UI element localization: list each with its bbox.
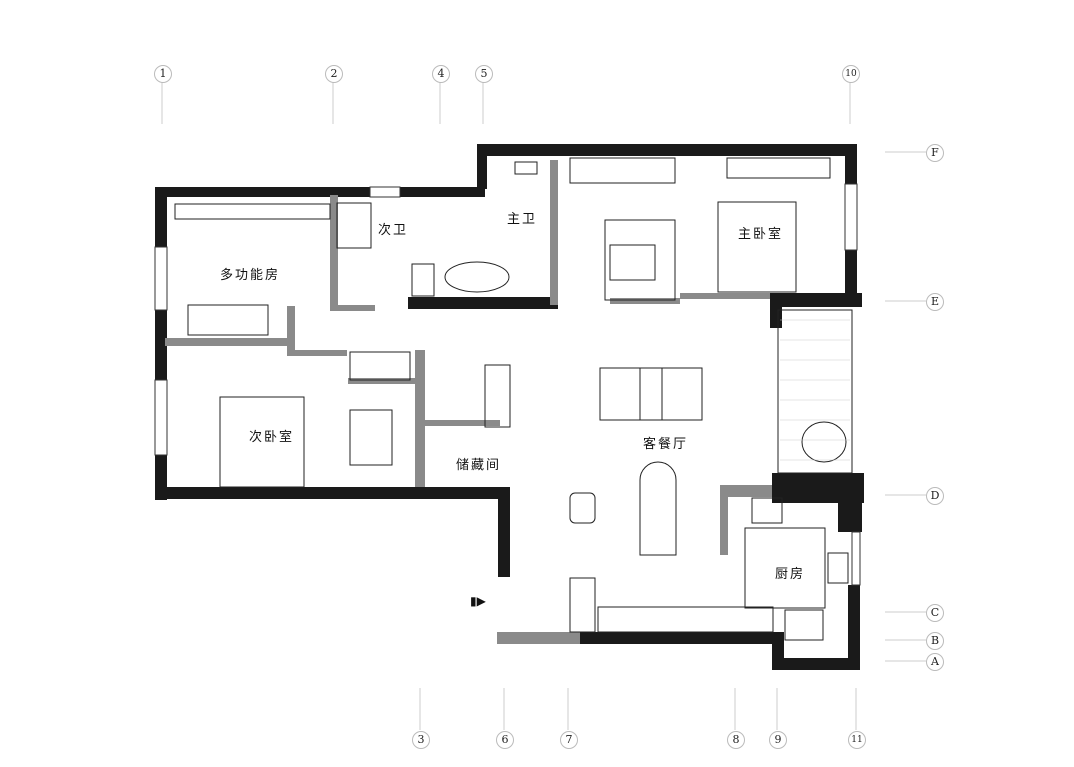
entry-arrow-icon: ▮▶ <box>470 594 486 608</box>
windows <box>154 183 861 586</box>
room-label-multifunction: 多功能房 <box>220 268 281 283</box>
room-label-bedroom-2: 次卧室 <box>249 430 295 445</box>
balcony-outline <box>777 309 853 474</box>
furniture <box>174 157 849 641</box>
grid-bubble-right: E <box>926 293 944 311</box>
room-label-bathroom-2: 次卫 <box>378 223 409 238</box>
grid-bubble-top: 4 <box>432 65 450 83</box>
room-label-master-bedroom: 主卧室 <box>738 227 784 242</box>
grid-bubble-right: A <box>926 653 944 671</box>
room-label-kitchen: 厨房 <box>775 567 806 582</box>
exterior-walls <box>155 144 864 670</box>
grid-bubble-bottom: 8 <box>727 731 745 749</box>
partition-walls <box>165 160 772 644</box>
room-label-master-bath: 主卫 <box>507 212 538 227</box>
grid-bubble-right: F <box>926 144 944 162</box>
grid-bubble-bottom: 11 <box>848 731 866 749</box>
grid-bubble-top: 1 <box>154 65 172 83</box>
grid-bubble-top: 5 <box>475 65 493 83</box>
room-label-storage: 储藏间 <box>456 458 502 473</box>
grid-bubble-right: D <box>926 487 944 505</box>
grid-bubble-top: 2 <box>325 65 343 83</box>
grid-bubble-bottom: 9 <box>769 731 787 749</box>
grid-bubble-top: 10 <box>842 65 860 83</box>
grid-bubble-right: C <box>926 604 944 622</box>
grid-lines <box>161 82 926 730</box>
grid-bubble-bottom: 3 <box>412 731 430 749</box>
grid-bubble-bottom: 7 <box>560 731 578 749</box>
grid-bubble-right: B <box>926 632 944 650</box>
room-label-living-dining: 客餐厅 <box>643 437 689 452</box>
balcony-hatch <box>780 319 850 461</box>
grid-bubble-bottom: 6 <box>496 731 514 749</box>
